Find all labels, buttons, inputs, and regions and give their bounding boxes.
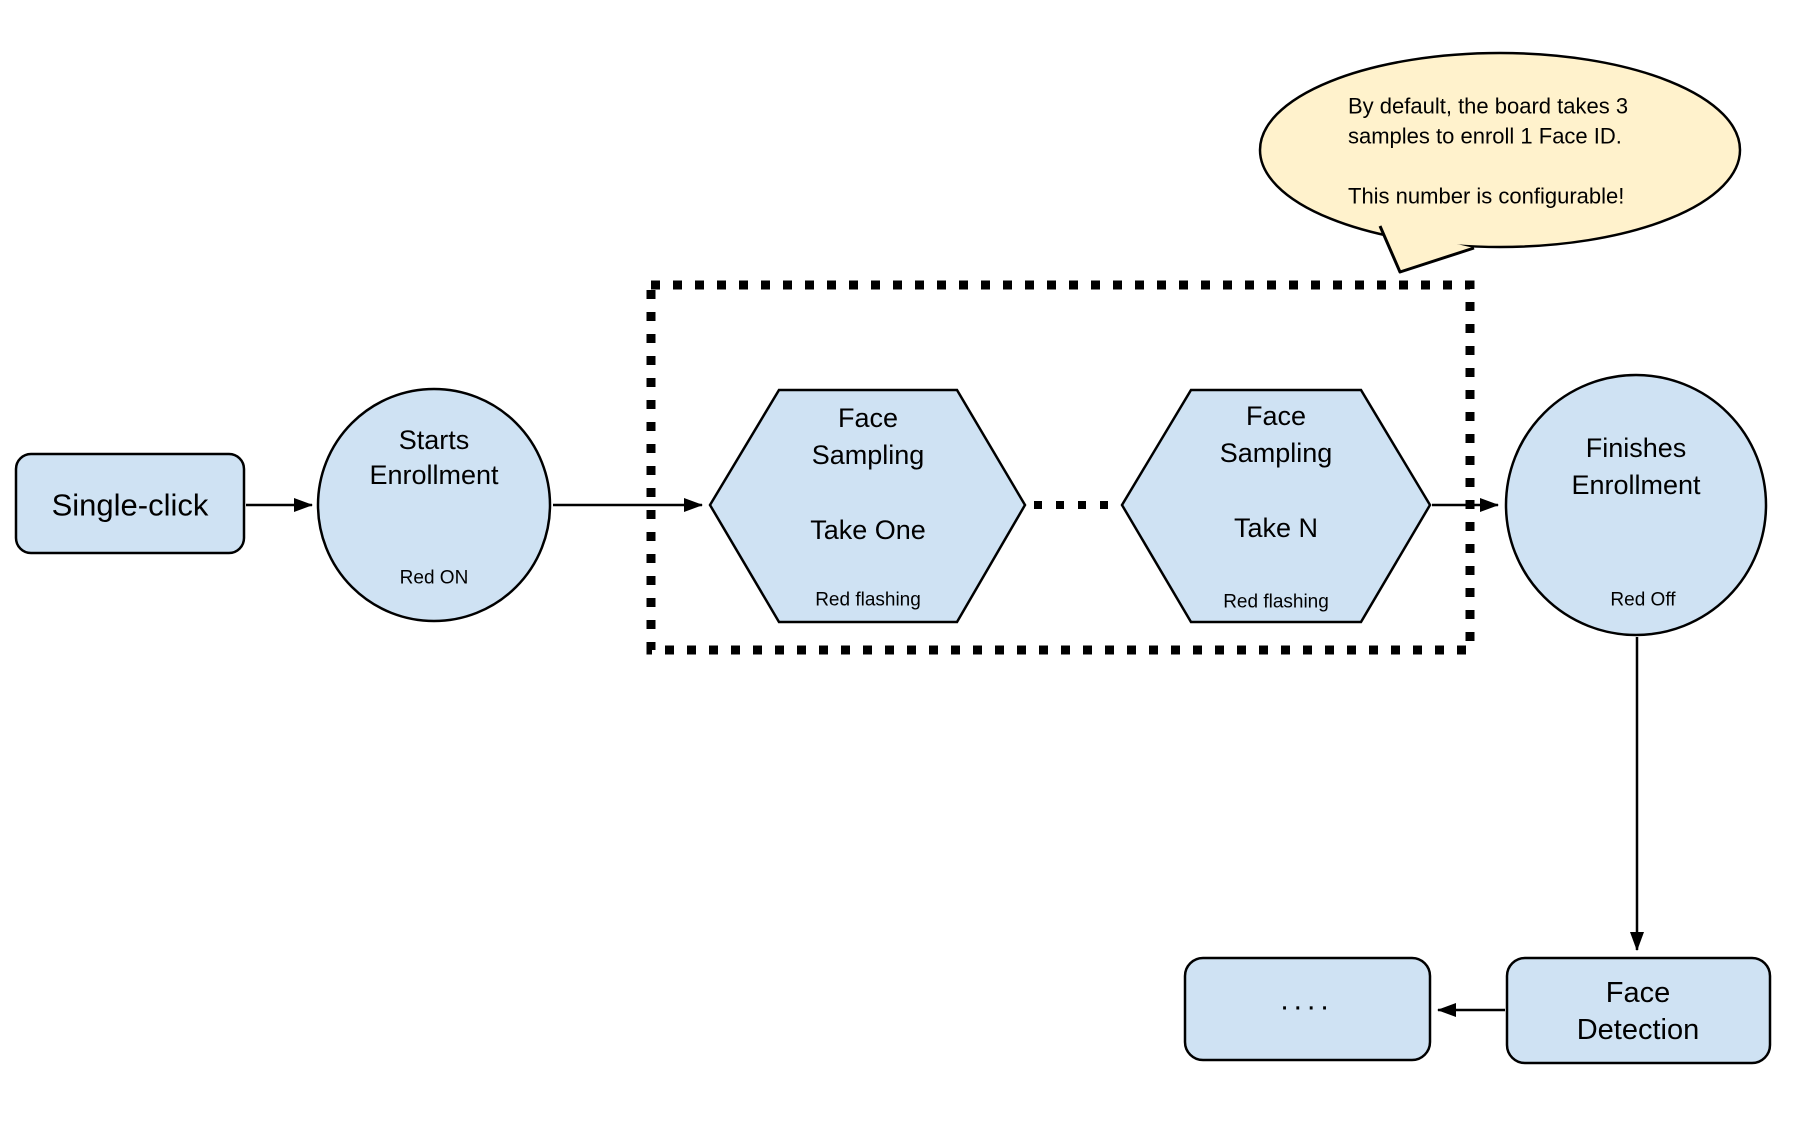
node-face-sampling-take-n: Face Sampling Take N Red flashing bbox=[1120, 388, 1432, 624]
face-sampling-n-hexagon bbox=[1120, 388, 1432, 624]
callout-text-line2: samples to enroll 1 Face ID. bbox=[1348, 124, 1622, 149]
starts-enrollment-label-line1: Starts bbox=[399, 425, 470, 455]
node-face-sampling-take-one: Face Sampling Take One Red flashing bbox=[708, 388, 1027, 624]
face-sampling-one-label-line2: Sampling bbox=[812, 440, 925, 470]
callout-bubble: By default, the board takes 3 samples to… bbox=[1258, 51, 1742, 274]
ellipsis-label: .... bbox=[1280, 984, 1333, 1017]
node-single-click: Single-click bbox=[14, 452, 246, 555]
face-sampling-n-status: Red flashing bbox=[1223, 592, 1329, 613]
face-sampling-n-take-label: Take N bbox=[1234, 513, 1318, 543]
finishes-enrollment-label-line2: Enrollment bbox=[1571, 470, 1701, 500]
node-ellipsis: .... bbox=[1183, 956, 1432, 1062]
face-sampling-one-hexagon bbox=[708, 388, 1027, 624]
node-finishes-enrollment: Finishes Enrollment Red Off bbox=[1504, 373, 1768, 637]
finishes-enrollment-label-line1: Finishes bbox=[1586, 433, 1687, 463]
face-sampling-one-label-line1: Face bbox=[838, 403, 898, 433]
face-sampling-n-label-line2: Sampling bbox=[1220, 438, 1333, 468]
callout-text-line1: By default, the board takes 3 bbox=[1348, 94, 1628, 119]
ellipsis-box bbox=[1183, 956, 1432, 1062]
callout-bubble-ellipse bbox=[1258, 51, 1742, 249]
face-detection-label-line2: Detection bbox=[1577, 1014, 1700, 1046]
face-detection-box bbox=[1505, 956, 1772, 1065]
single-click-label: Single-click bbox=[52, 488, 209, 523]
starts-enrollment-status: Red ON bbox=[400, 568, 469, 589]
starts-enrollment-circle bbox=[316, 387, 552, 623]
node-starts-enrollment: Starts Enrollment Red ON bbox=[316, 387, 552, 623]
face-sampling-n-label-line1: Face bbox=[1246, 401, 1306, 431]
face-sampling-one-status: Red flashing bbox=[815, 590, 921, 611]
face-detection-label-line1: Face bbox=[1606, 977, 1670, 1009]
callout-text-line3: This number is configurable! bbox=[1348, 184, 1624, 209]
sampling-group-dotted-border bbox=[646, 280, 1475, 655]
callout-bubble-tail bbox=[1378, 225, 1475, 274]
single-click-box bbox=[14, 452, 246, 555]
face-sampling-one-take-label: Take One bbox=[810, 515, 926, 545]
finishes-enrollment-circle bbox=[1504, 373, 1768, 637]
starts-enrollment-label-line2: Enrollment bbox=[369, 460, 499, 490]
node-face-detection: Face Detection bbox=[1505, 956, 1772, 1065]
finishes-enrollment-status: Red Off bbox=[1610, 590, 1676, 611]
